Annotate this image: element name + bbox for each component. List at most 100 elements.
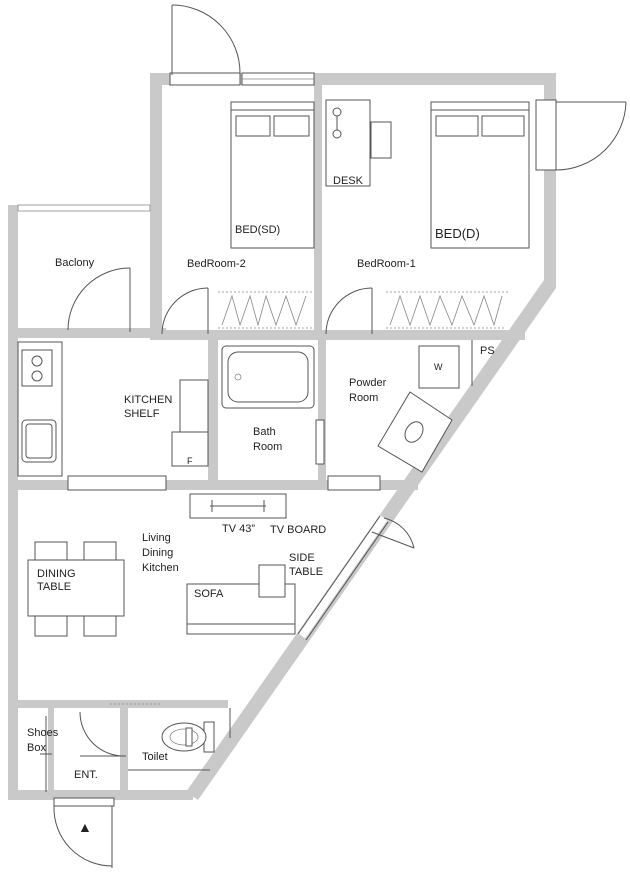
label-bedroom1: BedRoom-1 xyxy=(357,258,416,270)
closet-bed1-doors xyxy=(389,294,503,327)
desk-chair xyxy=(370,121,392,159)
diag-window-gap xyxy=(298,515,388,639)
tv-board xyxy=(189,493,287,519)
toilet-seat xyxy=(169,728,199,746)
door-top-arc xyxy=(171,4,241,74)
diag-window-line2 xyxy=(305,521,389,641)
label-powder-1: Powder xyxy=(349,377,387,389)
desk-lamp-base xyxy=(332,129,342,139)
kitchen-pass-through xyxy=(67,475,167,491)
label-bath-1: Bath xyxy=(253,426,276,438)
bathtub-drain xyxy=(234,373,242,381)
label-bed-d: BED(D) xyxy=(435,226,480,241)
wall-left xyxy=(8,205,18,800)
label-fridge: F xyxy=(187,456,193,466)
label-kitchen-shelf-2: SHELF xyxy=(124,408,160,420)
wall-kitchen-bath xyxy=(208,338,218,488)
wall-bedroom2-left xyxy=(150,73,162,333)
wall-bottom xyxy=(8,790,193,800)
door-balcony-arc xyxy=(67,267,131,331)
wash-basin-bowl xyxy=(404,421,424,443)
entrance-door-frame xyxy=(53,797,115,807)
label-sofa: SOFA xyxy=(194,588,224,600)
toilet xyxy=(161,721,215,753)
label-shoes-2: Box xyxy=(27,742,46,754)
diag-window-line1 xyxy=(297,515,381,635)
wall-between-bedrooms xyxy=(314,85,322,335)
stove-burner-2 xyxy=(31,370,43,382)
closet-bed2-doors xyxy=(221,294,307,327)
wall-bath-powder xyxy=(318,338,326,488)
dining-chair-2 xyxy=(83,541,117,563)
closets xyxy=(218,291,508,329)
powder-room-opening xyxy=(327,475,381,491)
dining-chair-4 xyxy=(83,613,117,637)
label-powder-2: Room xyxy=(349,392,378,404)
wall-bedrooms-bottom xyxy=(150,330,525,340)
ent-inner-door-arc xyxy=(79,711,127,757)
wash-basin xyxy=(377,391,453,473)
door-diag-arc xyxy=(383,517,415,549)
kitchen-counter xyxy=(17,341,63,477)
dining-set xyxy=(27,541,125,637)
dining-table xyxy=(27,559,125,617)
wall-entrance-left xyxy=(48,708,54,798)
bed-d xyxy=(430,101,530,249)
wall-kitchen-top xyxy=(18,328,166,338)
label-tv-board: TV BOARD xyxy=(270,524,326,536)
bathtub xyxy=(221,345,315,409)
labels: Baclony BedRoom-2 BedRoom-1 BED(SD) BED(… xyxy=(27,175,495,835)
label-washer: W xyxy=(434,362,443,372)
desk-lamp-head xyxy=(332,107,342,117)
sofa xyxy=(186,564,296,635)
label-kitchen-shelf-1: KITCHEN xyxy=(124,394,172,406)
label-tv: TV 43” xyxy=(222,523,255,535)
door-bedroom2-arc xyxy=(161,287,209,335)
wall-ldk-top xyxy=(18,480,418,490)
bed-sd-pillow-left xyxy=(235,115,271,137)
kitchen-shelf xyxy=(179,379,209,435)
door-bedroom1-arc xyxy=(325,287,373,335)
entrance-door-arc xyxy=(53,805,113,867)
bed-sd xyxy=(230,101,315,249)
door-diag-leaf xyxy=(371,531,415,549)
bathtub-basin xyxy=(227,351,309,403)
bath-door-slot xyxy=(315,419,325,465)
toilet-bowl xyxy=(161,722,207,752)
label-dining-1: DINING xyxy=(37,568,76,580)
doors xyxy=(53,4,627,868)
label-bed-sd: BED(SD) xyxy=(235,224,280,236)
shoes-box xyxy=(40,716,52,792)
label-entrance: ENT. xyxy=(74,769,98,781)
label-side-table-1: SIDE xyxy=(289,552,315,564)
bed-d-pillow-left xyxy=(435,115,479,137)
sink-basin xyxy=(25,423,53,459)
balcony-rail xyxy=(17,204,151,212)
side-table xyxy=(258,564,286,598)
dining-chair-1 xyxy=(34,541,68,563)
fridge xyxy=(171,431,209,467)
label-ldk-2: Dining xyxy=(142,547,173,559)
entry-arrow-icon: ▲ xyxy=(78,819,92,835)
label-bedroom2: BedRoom-2 xyxy=(187,258,246,270)
desk xyxy=(325,99,392,187)
bed-d-pillow-right xyxy=(481,115,525,137)
openings xyxy=(17,204,381,491)
wall-toilet-left xyxy=(120,708,128,790)
label-bath-2: Room xyxy=(253,441,282,453)
stove-burner-1 xyxy=(31,355,43,367)
toilet-detail xyxy=(185,727,193,747)
label-desk: DESK xyxy=(333,175,364,187)
dining-chair-3 xyxy=(34,613,68,637)
door-right-arc xyxy=(555,101,627,171)
label-ldk-3: Kitchen xyxy=(142,562,179,574)
label-balcony: Baclony xyxy=(55,257,95,269)
label-side-table-2: TABLE xyxy=(289,566,323,578)
label-ps: PS xyxy=(480,345,495,357)
label-dining-2: TABLE xyxy=(37,581,71,593)
door-top-frame xyxy=(169,72,241,86)
label-toilet: Toilet xyxy=(142,751,168,763)
washer xyxy=(418,345,460,389)
door-right-frame xyxy=(535,99,557,171)
